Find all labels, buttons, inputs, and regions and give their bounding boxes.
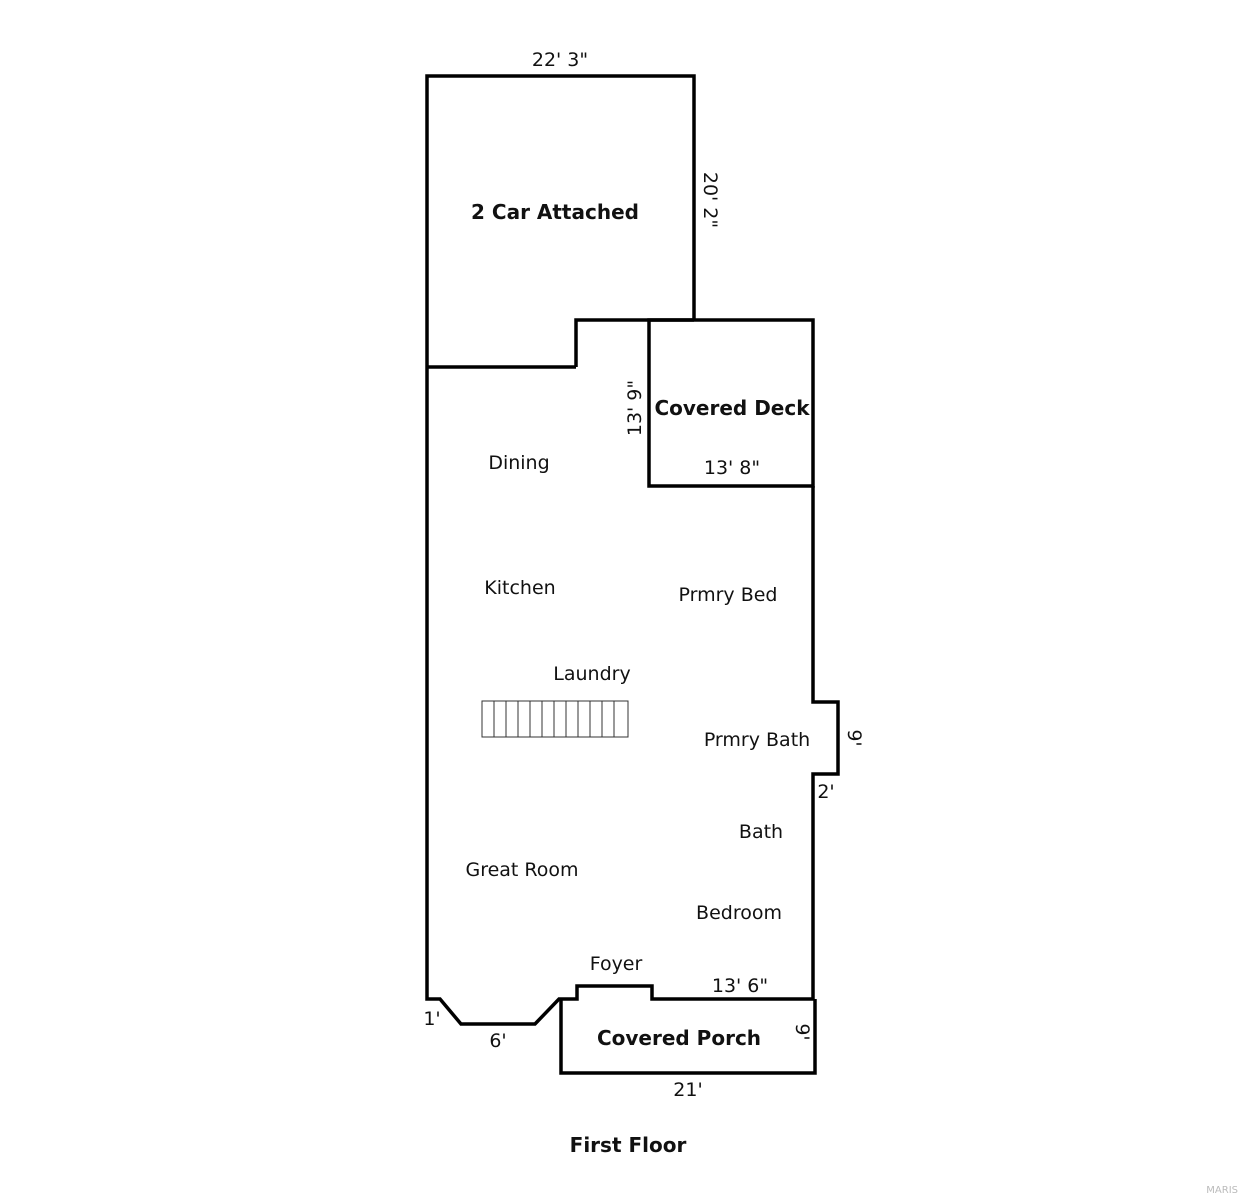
dim-bay-offset: 2' (817, 781, 834, 803)
stairs (481, 700, 629, 738)
garage-walls (425, 74, 696, 367)
dim-deck-width: 13' 8" (704, 457, 760, 479)
label-primary-bath: Prmry Bath (704, 729, 810, 751)
label-foyer: Foyer (590, 953, 643, 975)
label-kitchen: Kitchen (484, 577, 555, 599)
dim-deck-depth: 13' 9" (624, 380, 646, 436)
label-dining: Dining (488, 452, 549, 474)
dim-bay-front: 6' (489, 1030, 506, 1052)
covered-deck-walls (647, 318, 815, 488)
label-laundry: Laundry (553, 663, 630, 685)
dim-front-width: 13' 6" (712, 975, 768, 997)
label-bath: Bath (739, 821, 783, 843)
label-great-room: Great Room (465, 859, 578, 881)
dim-porch-depth: 9' (791, 1023, 813, 1040)
covered-porch-walls (559, 999, 817, 1075)
watermark: MARIS (1206, 1185, 1238, 1196)
label-garage: 2 Car Attached (471, 200, 639, 224)
label-bedroom: Bedroom (696, 902, 782, 924)
label-covered-deck: Covered Deck (654, 396, 810, 420)
label-primary-bed: Prmry Bed (679, 584, 778, 606)
plan-title: First Floor (570, 1133, 687, 1157)
dim-porch-width: 21' (673, 1079, 702, 1101)
house-top-wall (574, 318, 694, 367)
house-outline (425, 367, 840, 1026)
dim-garage-width: 22' 3" (532, 49, 588, 71)
dim-garage-depth: 20' 2" (699, 172, 721, 228)
dim-bay-depth: 9' (843, 729, 865, 746)
label-covered-porch: Covered Porch (597, 1026, 761, 1050)
dim-corner: 1' (423, 1008, 440, 1030)
